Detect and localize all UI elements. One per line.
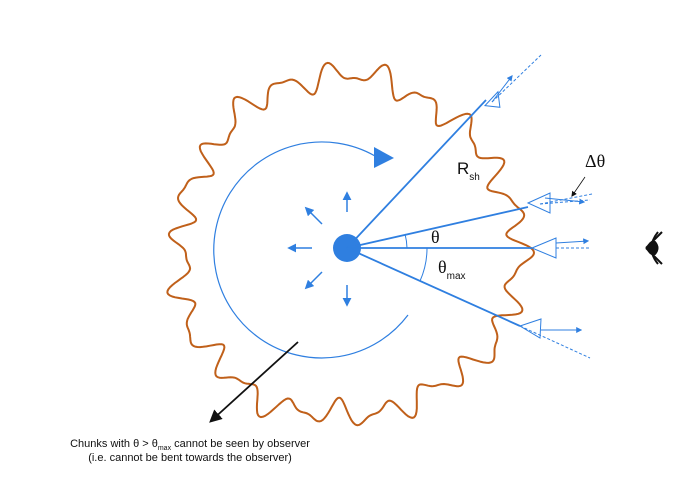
theta-angle-arc — [404, 233, 408, 249]
theta-max-angle-arc — [419, 247, 428, 282]
r-sh-main: R — [457, 159, 470, 178]
delta-theta-label: Δθ — [585, 151, 606, 171]
caption-line-1-end: cannot be seen by observer — [171, 438, 310, 450]
r-sh-sub: sh — [469, 172, 480, 183]
theta-max-main: θ — [438, 257, 447, 277]
jet-cone-theta-max — [518, 318, 591, 359]
eye-icon — [645, 231, 663, 265]
caption-line-1-start: Chunks with θ > θ — [70, 438, 158, 450]
jet-cone-horizontal — [530, 237, 590, 259]
expansion-arrow-down-left — [304, 271, 323, 290]
theta-max-sub: max — [446, 271, 466, 282]
radial-lines — [346, 99, 532, 327]
expansion-arrow-up-left — [304, 206, 323, 225]
rotation-arrow-icon — [374, 147, 394, 168]
expansion-arrows — [287, 191, 352, 307]
caption-line-2: (i.e. cannot be bent towards the observe… — [88, 452, 292, 464]
rotation-arc — [213, 141, 409, 359]
caption-line-1: Chunks with θ > θmax cannot be seen by o… — [30, 438, 350, 452]
caption-line-1-sub: max — [157, 445, 172, 452]
wavy-shell-outline — [166, 61, 535, 427]
radius-line-theta — [346, 206, 529, 249]
jet-cone-theta — [526, 192, 593, 214]
diagram-caption: Chunks with θ > θmax cannot be seen by o… — [30, 438, 350, 465]
jet-cone-upper — [483, 54, 542, 108]
theta-label: θ — [431, 227, 440, 247]
delta-theta-pointer — [571, 176, 586, 197]
r-sh-label: Rsh — [457, 159, 480, 183]
caption-pointer-arrow — [209, 341, 299, 423]
radius-line-theta-max — [346, 247, 521, 327]
radius-line-upper — [346, 99, 487, 249]
theta-max-label: θmax — [438, 257, 466, 282]
